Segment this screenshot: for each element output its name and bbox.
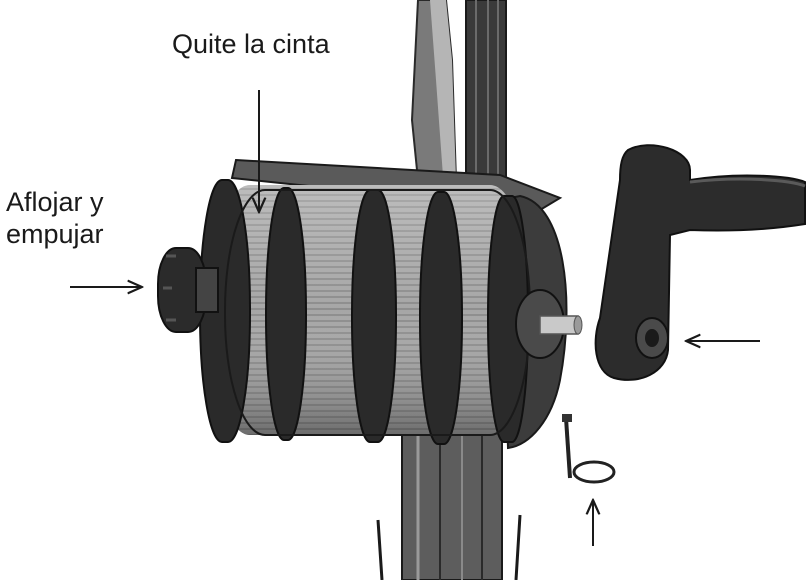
tension-knob [157, 247, 219, 333]
loosen-push-line1: Aflojar y [6, 187, 104, 217]
loosen-push-line2: empujar [6, 219, 104, 249]
remove-tape-label: Quite la cinta [172, 29, 330, 59]
drum [199, 179, 531, 445]
loosen-push-label: Aflojar y empujar [6, 186, 104, 250]
vertical-rail [376, 0, 522, 581]
lock-pin [562, 414, 616, 484]
drive-shaft [515, 289, 583, 359]
crank-handle [594, 144, 806, 381]
